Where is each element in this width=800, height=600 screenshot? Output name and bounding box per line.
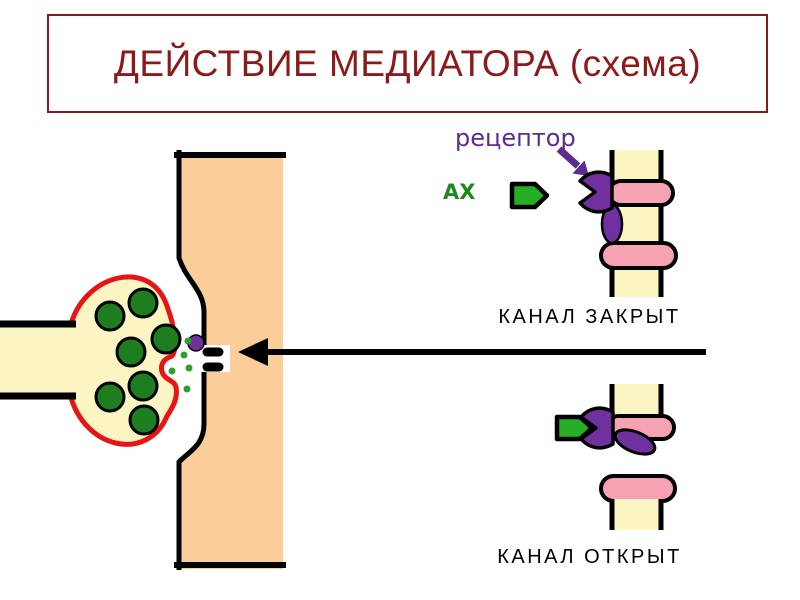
transmitter-dot [168, 367, 176, 375]
gate-bar-upper [607, 179, 675, 207]
vesicles [94, 287, 182, 436]
gate-plug-swung [613, 428, 657, 456]
channel-column-bottom [611, 499, 662, 530]
mediator-label: АХ [443, 180, 476, 204]
mediator-molecule-bound [554, 414, 595, 442]
transmitter-dot [184, 337, 192, 345]
title-box: ДЕЙСТВИЕ МЕДИАТОРА (схема) [47, 14, 768, 113]
signal-arrow [238, 338, 706, 366]
channel-closed-diagram [578, 150, 678, 297]
presynaptic-terminal [0, 274, 182, 447]
postsynaptic-membrane-upper [176, 150, 207, 346]
vesicle [94, 300, 126, 332]
axon-fiber [0, 327, 78, 395]
channel-column-top [611, 384, 662, 418]
vesicle [127, 370, 159, 402]
transmitter-dot [185, 364, 193, 372]
gate-bar-lower [599, 241, 678, 270]
receptor-site [578, 170, 614, 214]
receptor-pointer-head [572, 160, 589, 176]
channel-open-diagram [554, 384, 677, 530]
receptor-label: рецептор [455, 124, 576, 152]
vesicle [150, 323, 182, 355]
postsynaptic-membrane-lower [176, 370, 207, 570]
vesicle [115, 336, 147, 368]
vesicle [94, 381, 126, 413]
gate-bar-lower-open [599, 474, 677, 503]
vesicle [128, 404, 160, 436]
signal-arrow-head [238, 338, 268, 366]
channel-open-label: КАНАЛ ОТКРЫТ [497, 546, 682, 568]
channel-closed-label: КАНАЛ ЗАКРЫТ [498, 306, 681, 328]
transmitter-dot [180, 351, 188, 359]
postsynaptic-cell [174, 150, 286, 570]
postsynaptic-cell-body [179, 152, 283, 569]
synaptic-cleft-transmitter [168, 337, 193, 393]
receptor-pointer-arrow [556, 146, 589, 176]
receptor-pointer-shaft [556, 146, 581, 169]
mediator-molecule-icon [509, 181, 550, 210]
transmitter-dot [183, 385, 191, 393]
vesicle [127, 287, 159, 319]
page-title: ДЕЙСТВИЕ МЕДИАТОРА (схема) [113, 42, 702, 84]
